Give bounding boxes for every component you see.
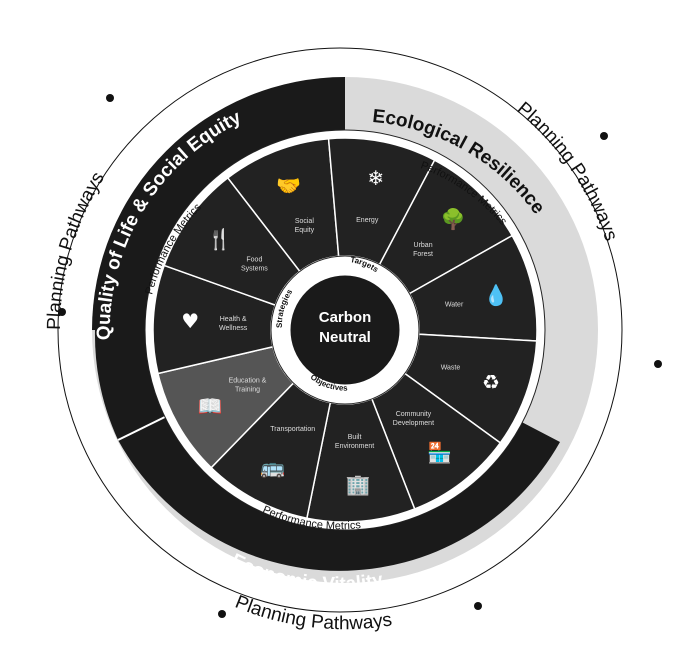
segment-label: Health &Wellness — [219, 316, 248, 332]
segment-label: Energy — [356, 217, 379, 224]
heart-health-icon: ♥ — [181, 309, 199, 333]
segment-label: Water — [445, 302, 464, 309]
bus-icon: 🚌 — [260, 455, 285, 479]
segment-label: Transportation — [270, 426, 315, 433]
ring-dot — [106, 94, 114, 102]
outer-ring — [57, 47, 623, 613]
ring-dot — [218, 610, 226, 618]
ring-dot — [58, 308, 66, 316]
classroom-icon: 📖 — [198, 394, 223, 418]
metrics-ring-edge — [144, 129, 546, 531]
ring-dot — [474, 602, 482, 610]
center-title-line2: Neutral — [319, 329, 371, 346]
planning-pathways-bottom: Planning Pathways — [232, 592, 393, 635]
center-title-line1: Carbon — [319, 309, 372, 326]
handshake-icon: 🤝 — [276, 174, 301, 198]
storefront-icon: 🏪 — [427, 441, 452, 465]
ring-dot — [654, 360, 662, 368]
tree-icon: 🌳 — [441, 207, 466, 231]
pathways-bottom-text: Planning Pathways — [232, 592, 393, 635]
center-circle — [287, 272, 403, 388]
wind-turbine-icon: ❄ — [367, 166, 384, 190]
recycle-icon: ♻ — [482, 370, 500, 394]
buildings-icon: 🏢 — [346, 472, 371, 496]
ring-dot — [600, 132, 608, 140]
fork-knife-icon: 🍴 — [207, 227, 232, 251]
segment-label: Education &Training — [229, 378, 267, 394]
segment-label: Waste — [441, 365, 461, 372]
water-hand-icon: 💧 — [484, 283, 509, 307]
